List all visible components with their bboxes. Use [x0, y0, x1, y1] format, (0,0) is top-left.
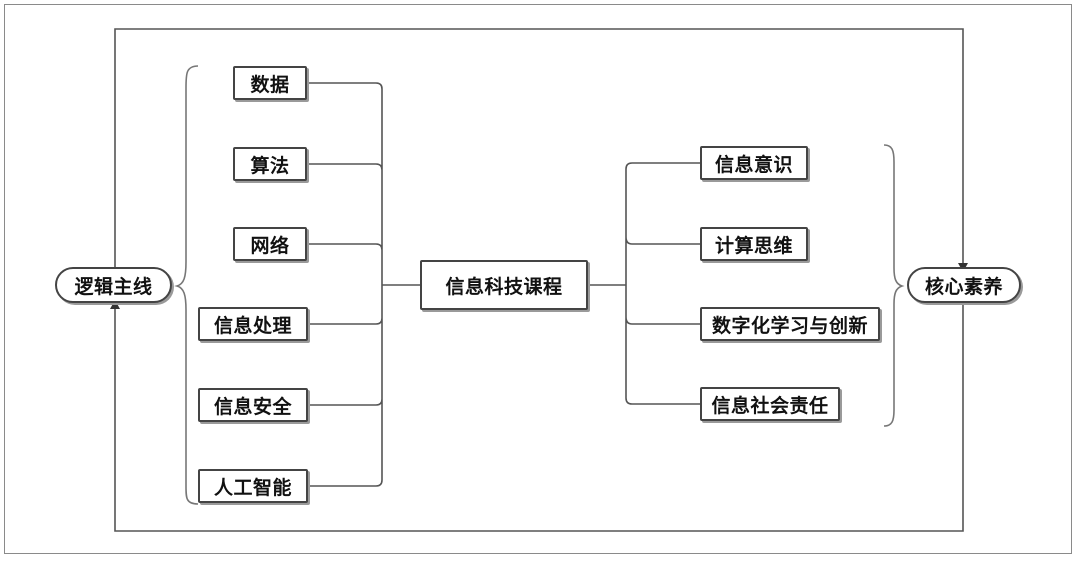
left-node-data: 数据	[233, 66, 307, 100]
left-connector	[300, 82, 420, 487]
left-node-network: 网络	[233, 227, 307, 261]
right-node-digital-learning: 数字化学习与创新	[700, 307, 880, 341]
left-terminal-logic-mainline: 逻辑主线	[55, 267, 172, 303]
left-node-info-security: 信息安全	[198, 388, 308, 422]
right-node-social-responsibility: 信息社会责任	[700, 387, 840, 421]
left-node-info-processing: 信息处理	[198, 307, 308, 341]
right-connector	[588, 162, 700, 405]
right-brace	[883, 144, 905, 427]
right-node-info-awareness: 信息意识	[700, 146, 808, 180]
center-node-course: 信息科技课程	[420, 260, 588, 310]
right-terminal-core-literacy: 核心素养	[907, 267, 1021, 303]
outer-frame	[4, 4, 1072, 554]
loop-top-line	[114, 28, 964, 302]
loop-bottom-line	[114, 300, 964, 532]
left-node-ai: 人工智能	[198, 469, 308, 503]
loop-bottom-arrowhead	[110, 300, 120, 309]
left-node-algorithm: 算法	[233, 147, 307, 181]
left-brace	[174, 65, 199, 505]
right-node-computational-thinking: 计算思维	[700, 227, 808, 261]
